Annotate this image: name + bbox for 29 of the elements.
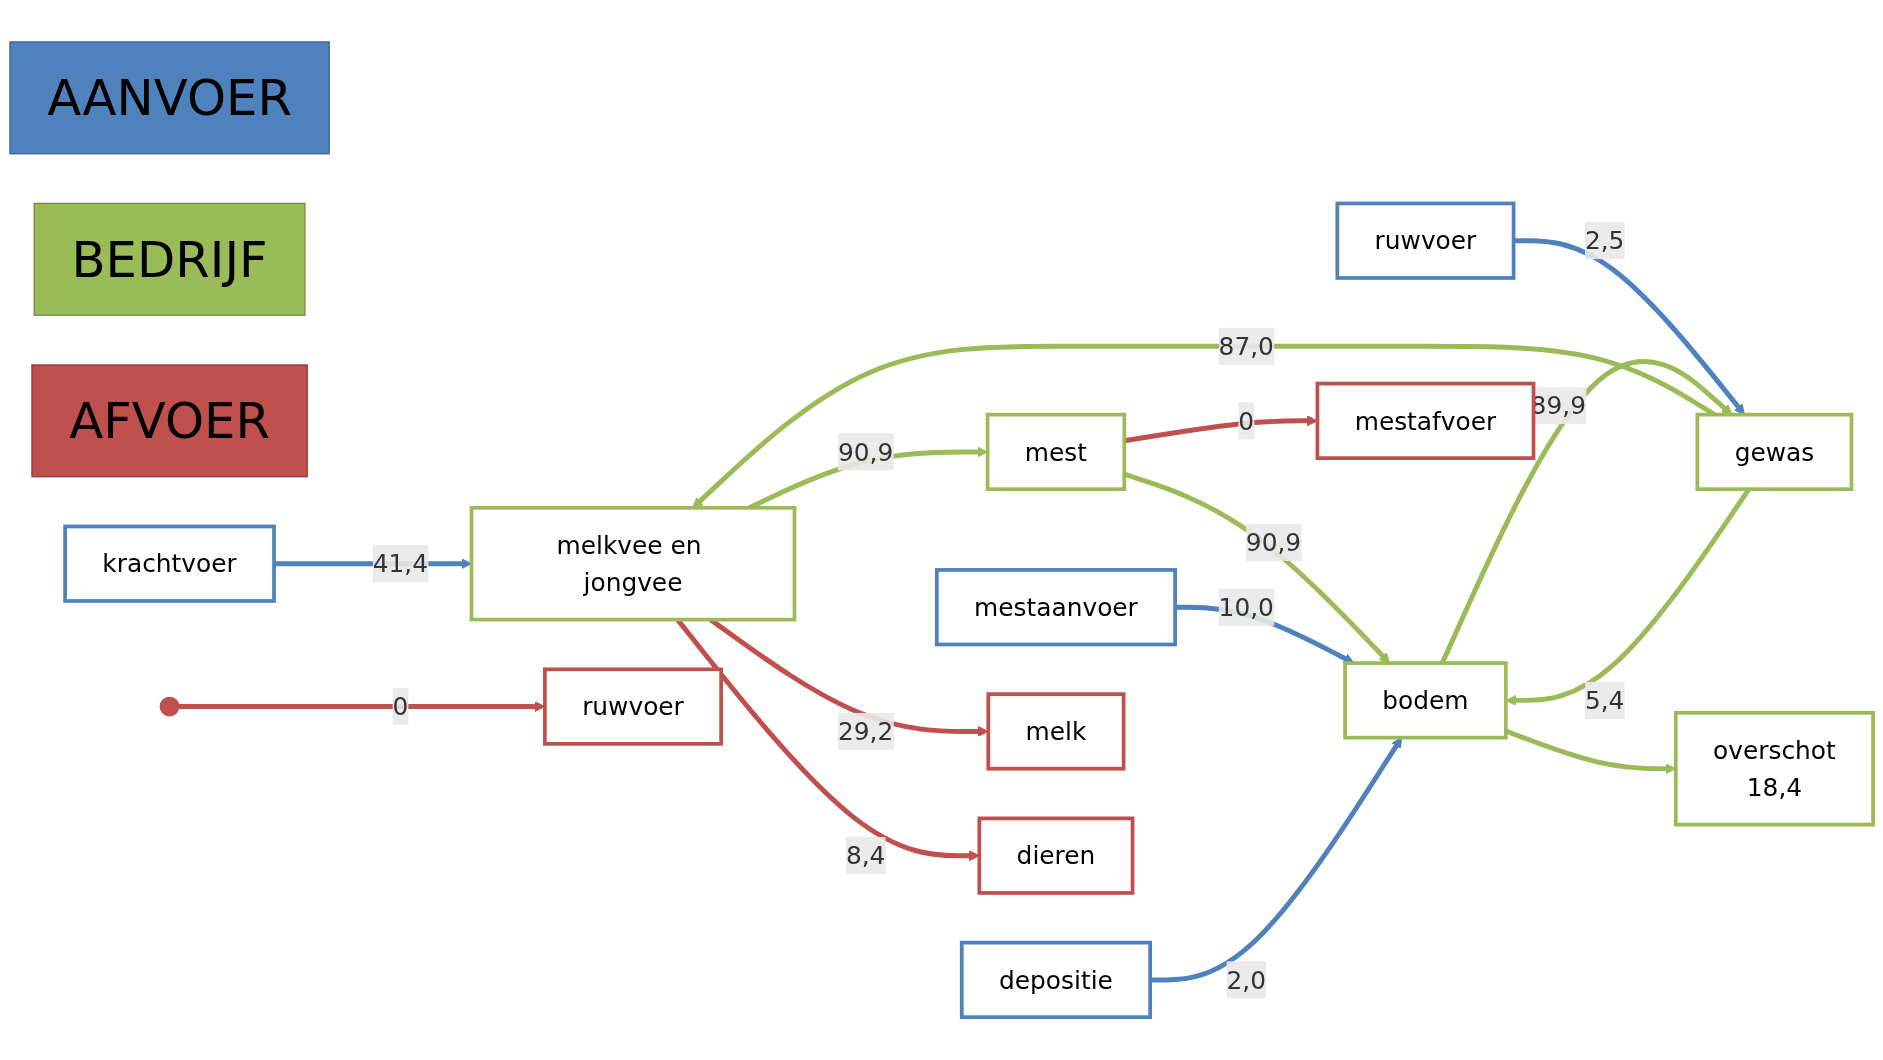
arrow [1123,415,1318,444]
edge-label: 10,0 [1218,592,1274,623]
edge-label: 87,0 [1218,331,1274,362]
node-box: overschot 18,4 [1673,711,1875,827]
edge-label: 90,9 [1245,527,1302,558]
node-box: AFVOER [31,364,308,478]
edge-label: 0 [1238,406,1255,437]
edge-label: 90,9 [837,437,894,468]
node-box: BEDRIJF [33,203,306,317]
edge-label: 41,4 [372,549,429,580]
node-box: mestafvoer [1315,382,1536,461]
node-box: krachtvoer [63,525,276,604]
node-box: mestaanvoer [934,568,1177,647]
node-box: AANVOER [9,41,330,155]
edge-label: 0 [392,692,409,722]
node-box: ruwvoer [1335,202,1516,281]
node-box: mest [985,413,1127,492]
node-box: gewas [1695,413,1854,492]
node-box: bodem [1343,661,1508,740]
edge-label: 29,2 [837,716,894,747]
node-box: melk [986,692,1126,771]
edge-label: 2,5 [1584,226,1625,257]
node-box: depositie [959,941,1152,1020]
edge-label: 8,4 [845,841,886,872]
node-box: dieren [977,816,1135,896]
node-box: ruwvoer [543,667,723,747]
edge-label: 2,0 [1226,965,1267,996]
edge-label: 5,4 [1584,685,1625,716]
node-box: melkvee en jongvee [469,506,797,622]
